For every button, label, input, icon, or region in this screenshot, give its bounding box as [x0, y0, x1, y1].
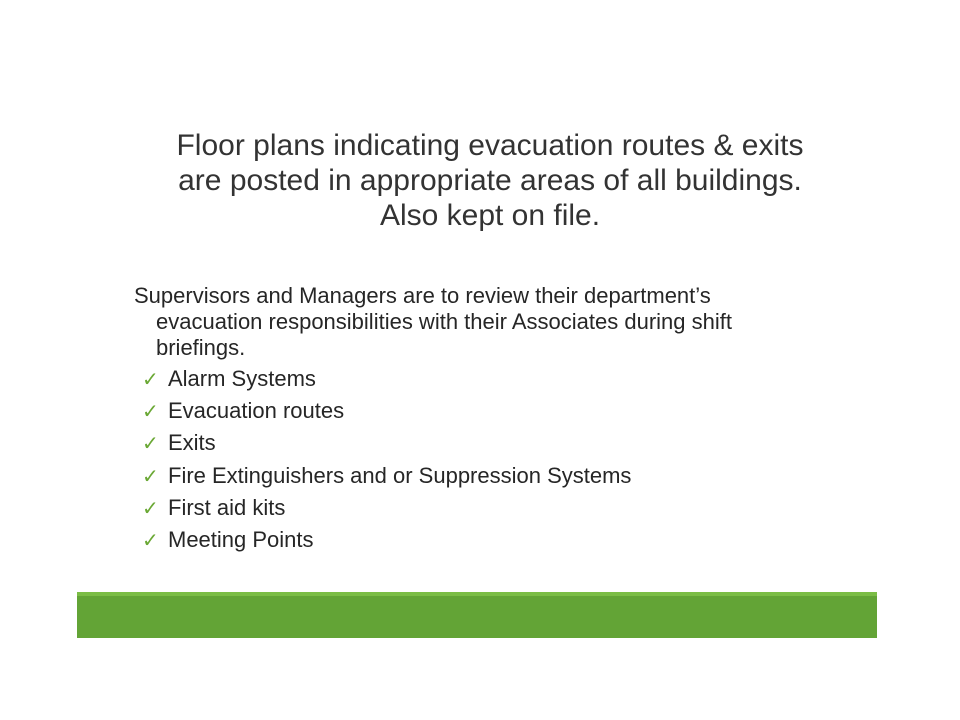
checklist-item-label: Evacuation routes — [168, 398, 345, 424]
checklist-item: ✓ Evacuation routes — [142, 395, 631, 427]
title-line: Also kept on file. — [379, 199, 601, 232]
title-line: Floor plans indicating evacuation routes… — [176, 129, 804, 162]
checkmark-icon: ✓ — [142, 528, 159, 553]
title-line: are posted in appropriate areas of all b… — [178, 164, 802, 197]
checklist: ✓ Alarm Systems ✓ Evacuation routes ✓ Ex… — [142, 363, 631, 556]
checkmark-icon: ✓ — [142, 431, 159, 456]
intro-line: evacuation responsibilities with their A… — [156, 309, 732, 334]
checkmark-icon: ✓ — [142, 367, 159, 391]
checklist-item: ✓ Alarm Systems — [142, 363, 631, 395]
checklist-item: ✓ Meeting Points — [142, 524, 631, 556]
checkmark-icon: ✓ — [142, 399, 159, 424]
footer-accent-highlight — [77, 592, 877, 596]
intro-line: Supervisors and Managers are to review t… — [134, 283, 711, 308]
checklist-item-label: Meeting Points — [168, 527, 314, 553]
checklist-item-label: Exits — [168, 430, 216, 456]
slide-title: Floor plans indicating evacuation routes… — [120, 128, 860, 233]
checklist-item: ✓ First aid kits — [142, 492, 631, 524]
checklist-item-label: Fire Extinguishers and or Suppression Sy… — [168, 462, 632, 488]
footer-accent-band — [77, 592, 877, 638]
intro-paragraph: Supervisors and Managers are to review t… — [134, 283, 834, 361]
checkmark-icon: ✓ — [142, 463, 159, 488]
checklist-item-label: Alarm Systems — [168, 366, 316, 391]
checkmark-icon: ✓ — [142, 495, 159, 520]
checklist-item: ✓ Fire Extinguishers and or Suppression … — [142, 460, 631, 492]
intro-line: briefings. — [156, 335, 246, 360]
checklist-item: ✓ Exits — [142, 427, 631, 459]
checklist-item-label: First aid kits — [168, 494, 286, 520]
